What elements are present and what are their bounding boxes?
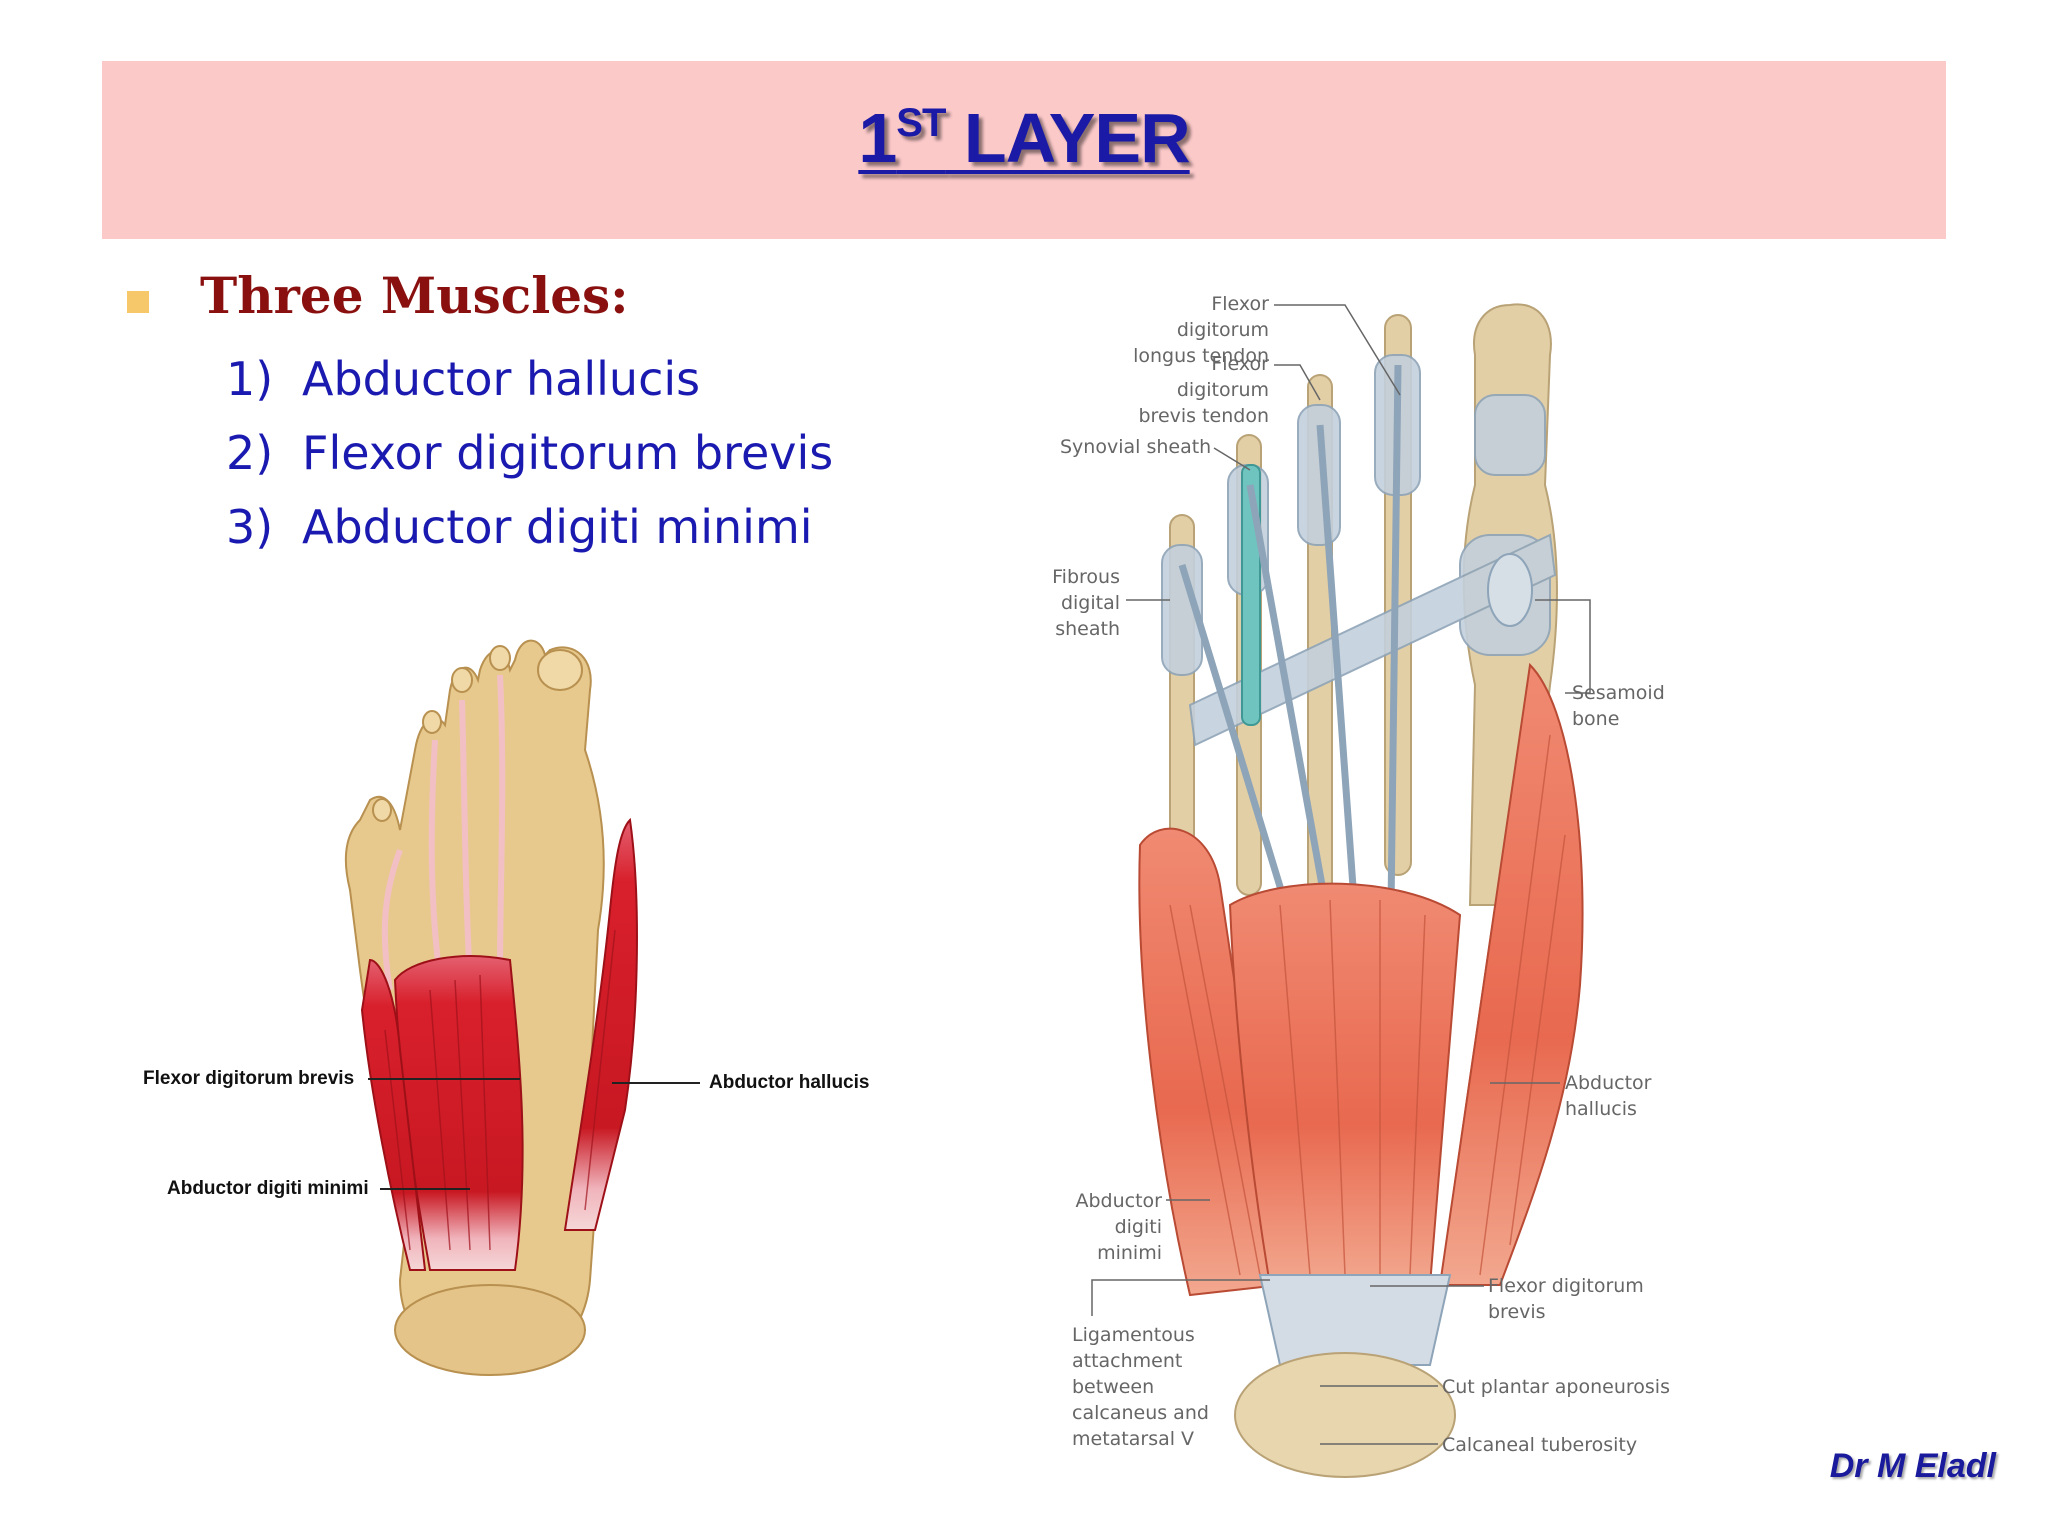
right-foot-illustration (1138, 303, 1584, 1478)
leader-line (1091, 1279, 1270, 1316)
label-fdb-tendon: Flexor digitorum brevis tendon (1117, 351, 1269, 429)
abductor-digiti-minimi-muscle (1138, 827, 1282, 1297)
list-text: Flexor digitorum brevis (302, 426, 834, 480)
abductor-digiti-minimi-muscle (360, 958, 427, 1271)
toe-bones (372, 645, 583, 822)
label-flexor-digitorum-brevis: Flexor digitorum brevis (143, 1068, 355, 1089)
title-rest: LAYER (945, 99, 1191, 177)
list-item: 3) Abductor digiti minimi (226, 490, 833, 564)
label-abductor-digiti-minimi: Abductor digiti minimi (167, 1178, 369, 1199)
list-number: 1) (226, 352, 274, 406)
label-synovial-sheath: Synovial sheath (1060, 436, 1212, 458)
title-bar (102, 61, 1946, 239)
label-fibrous-sheath: Fibrous digital sheath (1040, 564, 1120, 642)
abductor-hallucis-muscle (1438, 662, 1584, 1286)
leader-line (1274, 304, 1401, 396)
list-text: Abductor digiti minimi (302, 500, 813, 554)
title-main: 1 (858, 99, 897, 177)
bullet-icon (127, 291, 149, 313)
label-flexor-digitorum-brevis: Flexor digitorum brevis (1488, 1273, 1644, 1325)
slide-title: 1ST LAYER (0, 98, 2048, 178)
list-item: 1) Abductor hallucis (226, 342, 833, 416)
label-sesamoid: Sesamoid bone (1572, 680, 1665, 732)
abductor-hallucis-muscle (563, 817, 638, 1231)
label-abductor-hallucis: Abductor hallucis (1565, 1070, 1652, 1122)
section-heading: Three Muscles: (200, 266, 629, 325)
label-text: Fibrous digital sheath (1052, 566, 1120, 640)
leader-line (1274, 364, 1321, 401)
label-text: Abductor hallucis (1565, 1072, 1652, 1120)
flexor-tendons (381, 674, 506, 991)
label-calcaneal-tuberosity: Calcaneal tuberosity (1442, 1434, 1638, 1456)
sesamoid-bone (1487, 553, 1533, 627)
heel-bone (394, 1284, 586, 1376)
label-text: Flexor digitorum brevis (1488, 1275, 1644, 1323)
leader-line (1213, 447, 1251, 471)
label-abductor-hallucis: Abductor hallucis (709, 1072, 870, 1093)
muscle-fibers (384, 929, 616, 1251)
label-text: Ligamentous attachment between calcaneus… (1072, 1324, 1209, 1450)
label-text: Flexor digitorum brevis tendon (1138, 353, 1269, 427)
title-superscript: ST (896, 101, 946, 145)
label-abductor-digiti-minimi: Abductor digiti minimi (1046, 1188, 1163, 1266)
left-foot-illustration (344, 639, 638, 1376)
list-item: 2) Flexor digitorum brevis (226, 416, 833, 490)
author-credit: Dr M Eladl (1829, 1447, 1996, 1485)
muscle-fibers (1169, 734, 1566, 1276)
label-text: Abductor digiti minimi (1075, 1190, 1163, 1264)
plantar-aponeurosis (1258, 1274, 1452, 1366)
muscle-list: 1) Abductor hallucis 2) Flexor digitorum b… (226, 342, 833, 564)
label-text: Sesamoid bone (1572, 682, 1665, 730)
leader-line (1535, 599, 1591, 694)
calcaneus (1234, 1352, 1456, 1478)
list-number: 2) (226, 426, 274, 480)
list-text: Abductor hallucis (302, 352, 701, 406)
label-cut-plantar-aponeurosis: Cut plantar aponeurosis (1442, 1376, 1670, 1398)
label-ligamentous-attachment: Ligamentous attachment between calcaneus… (1072, 1322, 1209, 1452)
label-text: Flexor digitorum longus tendon (1133, 293, 1269, 367)
list-number: 3) (226, 500, 274, 554)
label-fdl-tendon: Flexor digitorum longus tendon (1117, 291, 1269, 369)
